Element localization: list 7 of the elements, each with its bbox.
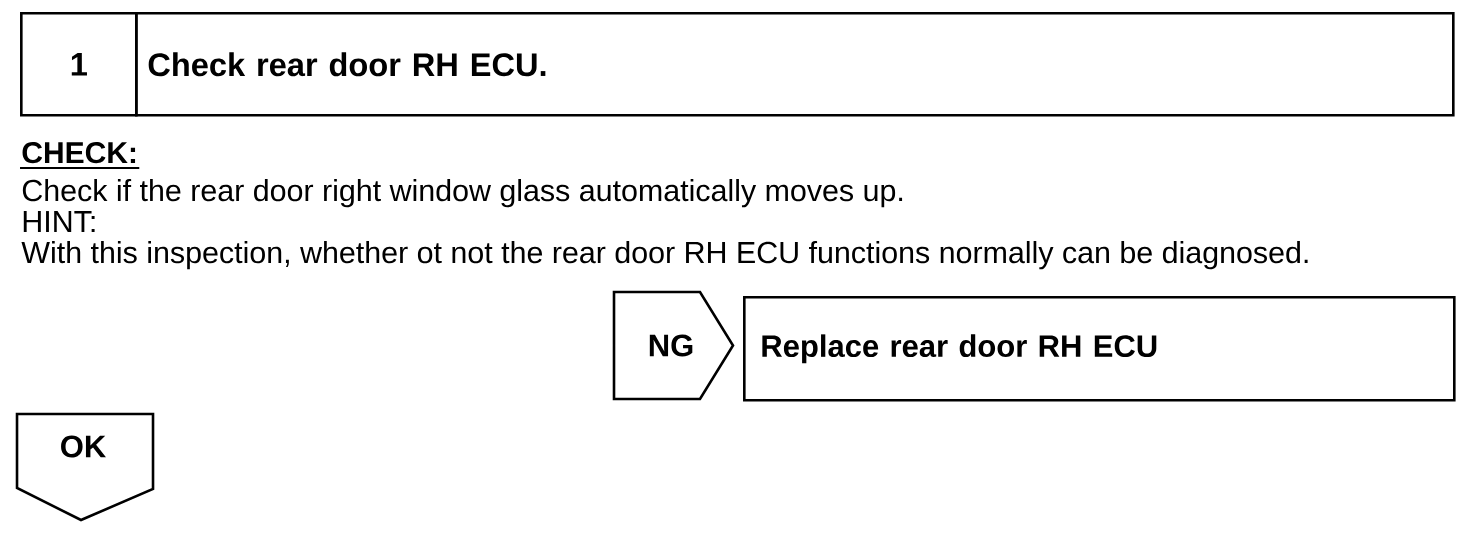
step-number-cell: 1	[20, 12, 138, 117]
body-text: Check if the rear door right window glass automatically moves up.	[22, 179, 903, 208]
action-box: Replace rear door RH ECU	[743, 296, 1456, 402]
section-heading: HINT:	[23, 211, 95, 232]
step-title-cell: Check rear door RH ECU.	[135, 12, 1455, 117]
section-heading: CHECK:	[20, 142, 140, 170]
body-text: With this inspection, whether ot not the rear door RH ECU functions normally can be diagnosed.	[21, 240, 1308, 270]
